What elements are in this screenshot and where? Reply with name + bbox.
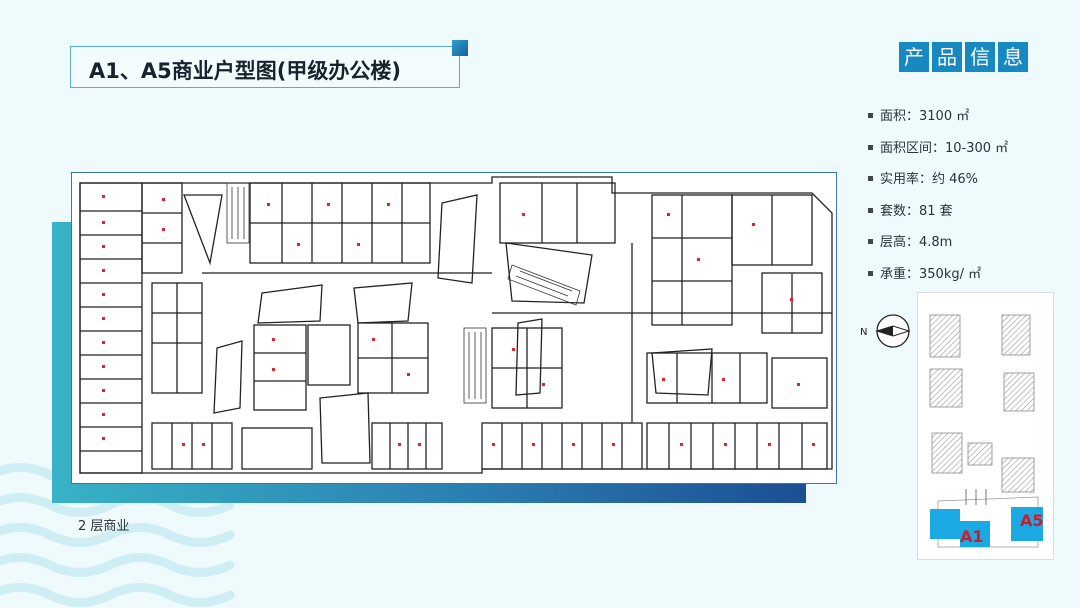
spec-text: 套数：81 套 <box>880 203 953 219</box>
spec-item: 承重：350kg/ ㎡ <box>868 265 1008 297</box>
a1-highlight <box>930 509 960 539</box>
bullet-icon <box>868 239 873 244</box>
spec-item: 层高：4.8m <box>868 233 1008 265</box>
bullet-icon <box>868 270 873 276</box>
header-char: 信 <box>965 42 995 72</box>
compass-label: N <box>860 327 867 338</box>
product-info-header: 产 品 信 息 <box>899 42 1028 72</box>
bullet-icon <box>868 207 873 213</box>
floor-plan-drawing <box>79 176 833 474</box>
header-char: 息 <box>998 42 1028 72</box>
site-map-drawing <box>929 314 1043 548</box>
header-char: 产 <box>899 42 929 72</box>
spec-text: 实用率：约 46% <box>880 172 979 187</box>
compass-icon: N <box>860 314 911 348</box>
header-char: 品 <box>932 42 962 72</box>
floor-plan <box>71 172 837 484</box>
spec-item: 面积：3100 ㎡ <box>868 107 1008 139</box>
page-title: A1、A5商业户型图(甲级办公楼) <box>89 59 401 83</box>
spec-item: 套数：81 套 <box>868 202 1008 234</box>
bullet-icon <box>868 144 873 150</box>
spec-text: 层高：4.8m <box>880 235 953 250</box>
title-corner-accent <box>452 40 468 56</box>
site-label-a1: A1 <box>960 527 984 546</box>
floor-caption: 2 层商业 <box>78 519 130 534</box>
bullet-icon <box>868 176 873 181</box>
spec-text: 面积：3100 ㎡ <box>880 109 970 124</box>
a5-highlight <box>1011 507 1043 541</box>
spec-item: 面积区间：10-300 ㎡ <box>868 139 1008 171</box>
site-label-a5: A5 <box>1020 511 1044 530</box>
bullet-icon <box>868 113 873 118</box>
title-box: A1、A5商业户型图(甲级办公楼) <box>70 46 460 88</box>
spec-item: 实用率：约 46% <box>868 170 1008 202</box>
site-map: A1 A5 <box>917 292 1054 560</box>
spec-list: 面积：3100 ㎡ 面积区间：10-300 ㎡ 实用率：约 46% 套数：81 … <box>868 107 1008 296</box>
spec-text: 承重：350kg/ ㎡ <box>880 266 982 282</box>
spec-text: 面积区间：10-300 ㎡ <box>880 140 1009 156</box>
